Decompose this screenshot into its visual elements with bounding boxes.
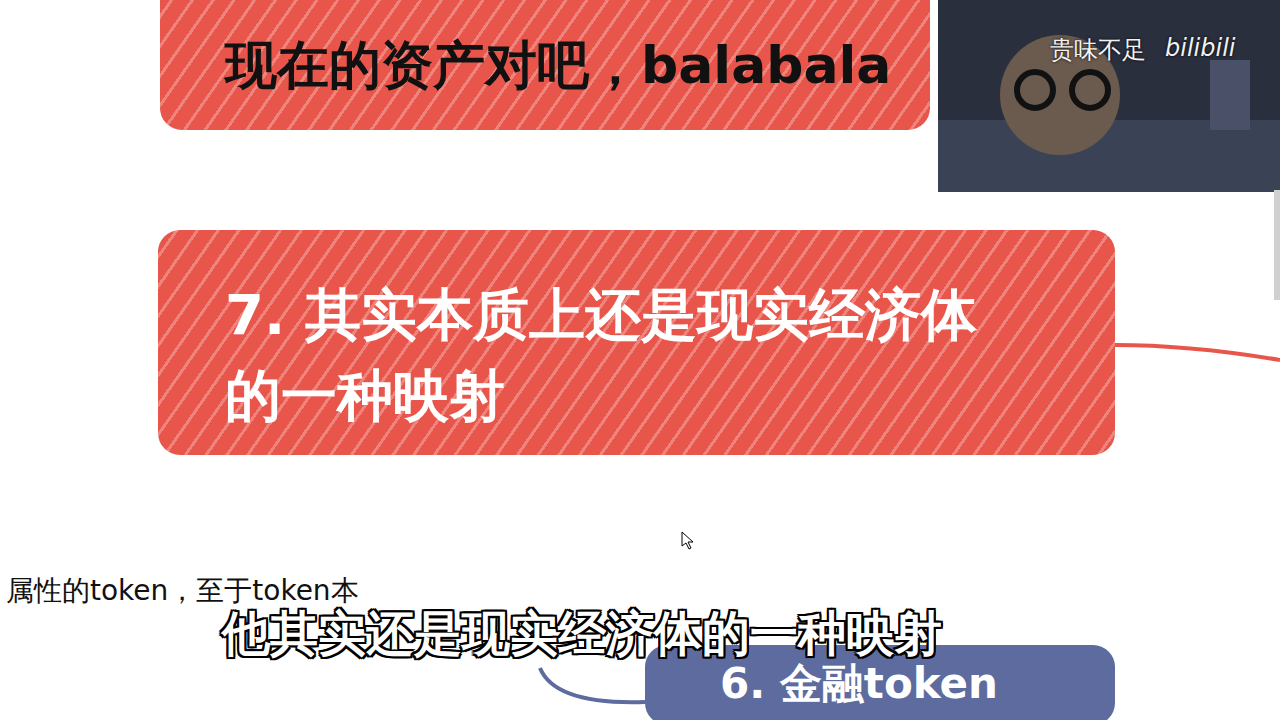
mascot-glasses xyxy=(1072,72,1108,108)
topic-text: 6. 金融token xyxy=(720,659,1095,709)
topic-box: 现在的资产对吧，balabala xyxy=(160,0,930,130)
video-prop xyxy=(1210,60,1250,130)
subtitle: 他其实还是现实经济体的一种映射 xyxy=(222,602,942,666)
mascot-glasses xyxy=(1017,72,1053,108)
note-text: 属性的token，至于token本 xyxy=(6,572,359,610)
branch-line xyxy=(1115,345,1280,360)
scrollbar xyxy=(1274,190,1280,300)
topic-text: 7. 其实本质上还是现实经济体的一种映射 xyxy=(225,274,1025,436)
mouse-cursor xyxy=(682,532,693,549)
topic-text: 现在的资产对吧，balabala xyxy=(225,32,910,100)
video-floor xyxy=(938,120,1280,192)
watermark: bilibili xyxy=(1165,34,1235,62)
branch-line xyxy=(540,668,645,702)
topic-box: 7. 其实本质上还是现实经济体的一种映射 xyxy=(158,230,1115,455)
watermark: 贵味不足 xyxy=(1050,34,1146,66)
video-thumbnail xyxy=(938,0,1280,192)
